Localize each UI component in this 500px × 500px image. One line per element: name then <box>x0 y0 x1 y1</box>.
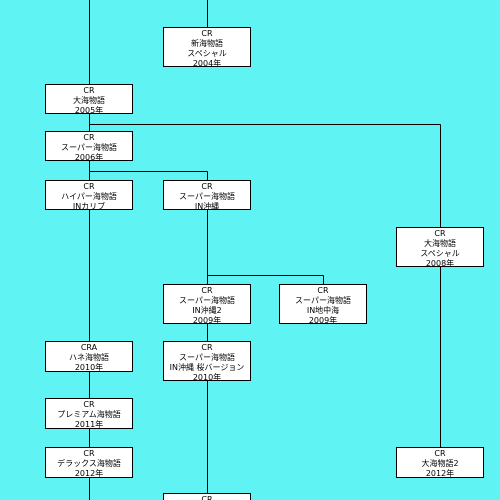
node-partial-bottom: CR <box>163 493 251 500</box>
